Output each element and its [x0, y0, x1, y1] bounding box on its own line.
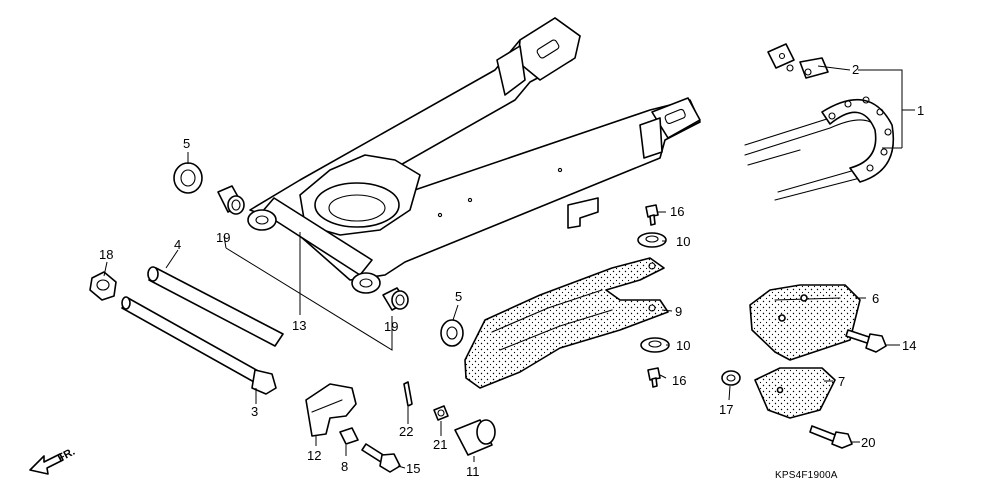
- pivot-bearing-lower: [382, 287, 409, 311]
- drive-chain: [744, 96, 894, 201]
- pivot-nut: [89, 271, 117, 301]
- callout-19-upper: 19: [216, 230, 230, 245]
- front-arrow-icon: [29, 453, 64, 475]
- callout-labels: 1 2 3 4 5 5 6 7 8 9 10 10 11 12 13 14 15…: [99, 62, 924, 479]
- front-label: FR.: [56, 446, 77, 465]
- callout-8: 8: [341, 459, 348, 474]
- roller-11: [454, 419, 496, 456]
- chain-guide: [749, 284, 861, 361]
- callout-3: 3: [251, 404, 258, 419]
- dust-seal-lower: [440, 319, 464, 347]
- callout-10-upper: 10: [676, 234, 690, 249]
- callout-16-lower: 16: [672, 373, 686, 388]
- callout-15: 15: [406, 461, 420, 476]
- callout-16-upper: 16: [670, 204, 684, 219]
- slider-bolt-lower: [647, 367, 661, 388]
- bolt-20: [809, 425, 853, 449]
- slider-rubber-upper: [637, 232, 667, 248]
- bolt-15: [361, 443, 401, 473]
- diagram-code: KPS4F1900A: [775, 470, 838, 481]
- chain-master-link: [767, 43, 829, 79]
- collar-8: [339, 427, 359, 445]
- callout-2: 2: [852, 62, 859, 77]
- callout-20: 20: [861, 435, 875, 450]
- swingarm: [247, 17, 701, 294]
- leader-lines: [103, 65, 915, 469]
- callout-4: 4: [174, 237, 181, 252]
- front-direction-indicator: FR.: [29, 446, 77, 475]
- callout-12: 12: [307, 448, 321, 463]
- callout-10-lower: 10: [676, 338, 690, 353]
- chain-guide-slider: [754, 367, 836, 419]
- callout-9: 9: [675, 304, 682, 319]
- pivot-collar-shaft: [147, 266, 284, 347]
- nut-21: [433, 405, 449, 421]
- callout-13: 13: [292, 318, 306, 333]
- callout-5-lower: 5: [455, 289, 462, 304]
- slider-bolt-upper: [645, 204, 659, 226]
- chain-slider: [464, 257, 669, 389]
- guide-bolt-14: [845, 329, 887, 353]
- callout-17: 17: [719, 402, 733, 417]
- callout-14: 14: [902, 338, 916, 353]
- cotter-pin-22: [403, 381, 413, 407]
- washer-17: [721, 370, 741, 386]
- dust-seal-upper: [173, 162, 203, 194]
- callout-1: 1: [917, 103, 924, 118]
- callout-6: 6: [872, 291, 879, 306]
- callout-21: 21: [433, 437, 447, 452]
- pivot-bolt: [121, 296, 277, 395]
- callout-7: 7: [838, 374, 845, 389]
- callout-5-upper: 5: [183, 136, 190, 151]
- slider-rubber-lower: [640, 337, 670, 353]
- callout-11: 11: [466, 464, 480, 479]
- pivot-bearing-upper: [217, 185, 245, 215]
- callout-18: 18: [99, 247, 113, 262]
- callout-19-lower: 19: [384, 319, 398, 334]
- callout-22: 22: [399, 424, 413, 439]
- chain-roller-bracket: [305, 383, 357, 437]
